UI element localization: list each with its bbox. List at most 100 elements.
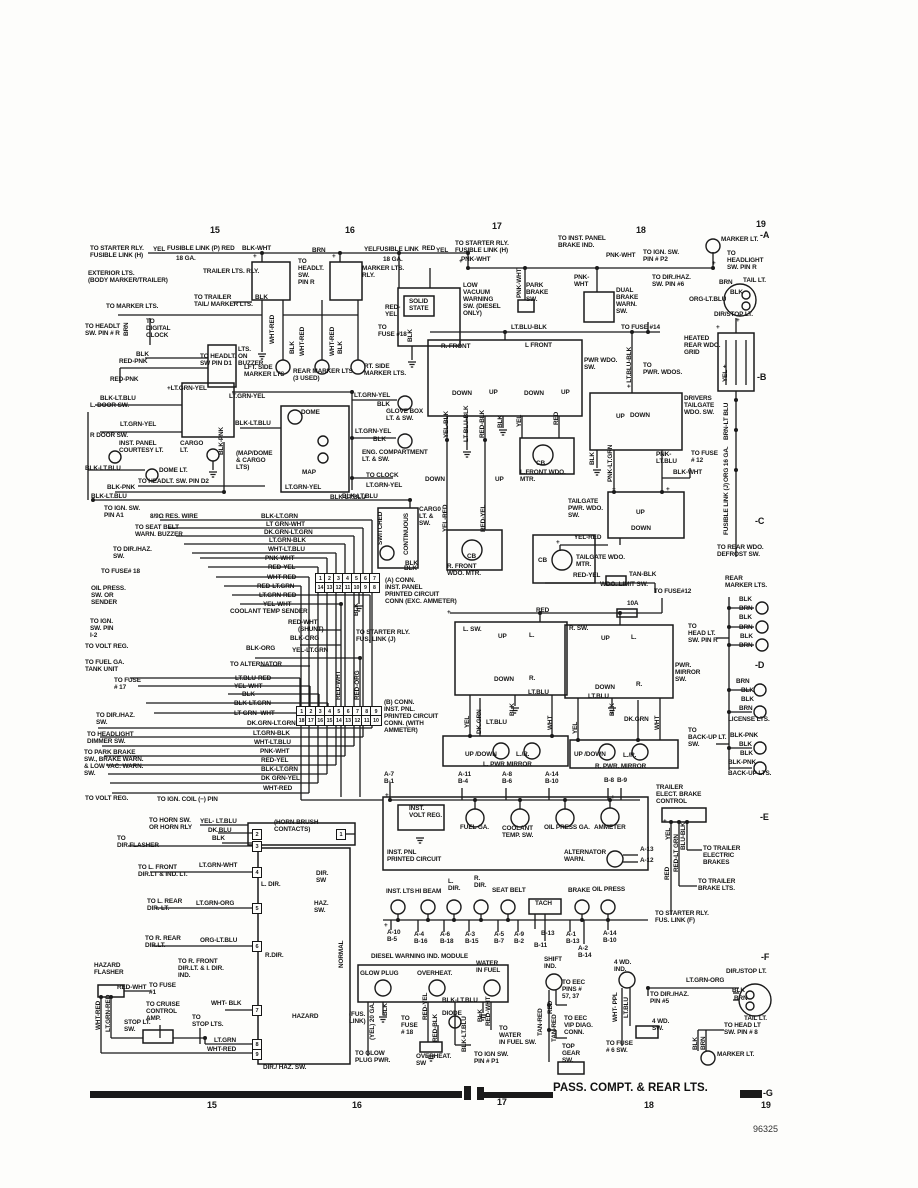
junction-dot xyxy=(350,390,354,394)
diagram-label: LT.GRN-YEL xyxy=(229,393,266,400)
diagram-label: TO STARTER RLY. FUS. LINK (J) xyxy=(356,629,410,643)
diagram-label: TO HORN SW. OR HORN RLY xyxy=(149,817,193,831)
diagram-label: LT.BLU xyxy=(588,693,609,700)
diagram-label: HAZ. SW. xyxy=(314,900,329,914)
diagram-label: R. xyxy=(529,675,536,682)
lamp-icon xyxy=(532,444,554,466)
diagram-label: TO PWR. WDOS. xyxy=(643,362,683,376)
lamp-icon xyxy=(755,601,769,615)
diagram-label: TO FUSE# 18 xyxy=(101,568,140,575)
diagram-label: BRN xyxy=(734,995,748,1002)
diagram-label: UP /DOWN xyxy=(574,751,606,758)
diagram-label: YEL xyxy=(665,827,672,840)
lamp-icon xyxy=(606,850,624,868)
diagram-label: R. xyxy=(636,681,643,688)
lamp-icon xyxy=(145,468,159,482)
diagram-label: BLK xyxy=(377,401,390,408)
diagram-label: HAZARD FLASHER xyxy=(94,962,124,976)
diagram-label: TO HEADLIGHT SW. PIN R xyxy=(727,250,764,271)
diagram-label: AMMETER xyxy=(594,824,626,831)
diagram-label: BLK-LT.BLU xyxy=(461,1016,468,1052)
diagram-label: TRAILER ELECT. BRAKE CONTROL xyxy=(656,784,702,805)
diagram-label: TO BACK-UP LT. SW. xyxy=(688,727,727,748)
diagram-label: BLK xyxy=(212,835,225,842)
diagram-label: ALTERNATOR WARN. xyxy=(564,849,606,863)
diagram-label: PNK-WHT xyxy=(461,256,491,263)
door-sw xyxy=(181,382,235,438)
diagram-label: + xyxy=(736,317,740,324)
lamp-icon xyxy=(317,435,329,447)
diagram-label: PWR WDO. SW. xyxy=(584,357,618,371)
junction-dot xyxy=(91,498,95,502)
diagram-label: TO DIR./HAZ. SW. xyxy=(113,546,152,560)
diagram-label: PARK BRAKE SW. xyxy=(526,282,549,303)
diagram-label: TO DIR FLASHER xyxy=(117,835,159,849)
diagram-label: TO STARTER RLY. FUSIBLE LINK (H) xyxy=(455,240,509,254)
switch-pin: 9 xyxy=(252,1049,262,1060)
junction-dot xyxy=(452,918,456,922)
footer-bar xyxy=(90,1091,462,1098)
diagram-label: BRN-LT BLU xyxy=(723,402,730,440)
lamp-icon xyxy=(379,545,395,561)
diagram-label: TO TRAILER ELECTRIC BRAKES xyxy=(703,845,741,866)
diagram-label: A-3 B-15 xyxy=(465,931,479,945)
ground-icon xyxy=(416,837,424,844)
junction-dot xyxy=(445,438,449,442)
lamp-icon xyxy=(555,808,575,828)
diagram-label: REAR MARKER LTS. xyxy=(725,575,768,589)
ground-icon xyxy=(379,1016,387,1023)
diagram-label: TO INST. PANEL BRAKE IND. xyxy=(558,235,606,249)
junction-dot xyxy=(580,918,584,922)
lamp-icon xyxy=(446,899,462,915)
diagram-label: TO FUSE #14 xyxy=(621,324,660,331)
diagram-label: YEL xyxy=(364,246,377,253)
junction-dot xyxy=(109,995,113,999)
diagram-label: RED-YEL xyxy=(573,572,601,579)
diagram-label: BLK-LT.GRN xyxy=(261,766,298,773)
switch-pin: 7 xyxy=(252,1005,262,1016)
tailgate-pwr-wdo-sw xyxy=(607,491,685,539)
diagram-label: BLK xyxy=(732,987,745,994)
horn-brush-contacts xyxy=(247,822,356,846)
ground-icon xyxy=(408,361,416,368)
diagram-label: 15 xyxy=(207,1100,217,1110)
diagram-label: B-8 xyxy=(604,777,614,784)
diagram-label: TO SEAT BELT WARN. BUZZER xyxy=(135,524,183,538)
diagram-label: LT.BLU-RED xyxy=(235,675,272,682)
diagram-label: A-14 B-10 xyxy=(603,930,617,944)
dual-brake-warn-sw xyxy=(583,291,615,323)
diagram-label: A-8 B-6 xyxy=(502,771,512,785)
diagram-label: PNK-WHT xyxy=(265,555,295,562)
diagram-label: RED-WHT xyxy=(288,619,318,626)
diagram-label: + xyxy=(447,609,451,616)
junction-dot xyxy=(734,398,738,402)
diagram-label: PWR. MIRROR SW. xyxy=(675,662,701,683)
l-front-wdo-mtr xyxy=(519,437,575,475)
diagram-label: TO DIR./HAZ. SW. xyxy=(96,712,135,726)
junction-dot xyxy=(734,428,738,432)
lamp-icon xyxy=(574,899,590,915)
diagram-label: MAP xyxy=(302,469,316,476)
diagram-label: BRN xyxy=(312,247,326,254)
diagram-label: WHT-RED xyxy=(95,1000,102,1030)
diagram-label: BLK xyxy=(373,436,386,443)
diagram-label: + xyxy=(611,794,615,801)
diagram-label: B-9 xyxy=(617,777,627,784)
diagram-label: CB xyxy=(536,460,546,467)
four-wd-sw xyxy=(635,1025,659,1039)
diagram-label: BLK-PNK xyxy=(730,732,759,739)
diagram-label: TO FUSE#12 xyxy=(654,588,692,595)
diagram-label: TAIL LT. xyxy=(744,1015,767,1022)
diagram-label: DUAL BRAKE WARN. SW. xyxy=(616,287,639,315)
diagram-label: (FUS. LINK) xyxy=(349,1011,366,1025)
diagram-label: R. FRONT WDO. MTR. xyxy=(447,563,481,577)
diagram-label: ENG. COMPARTMENT LT. & SW. xyxy=(362,449,428,463)
diagram-label: 4 WD. SW. xyxy=(652,1018,670,1032)
diagram-label: TAILGATE WDO. MTR. xyxy=(576,554,625,568)
overheat-sw xyxy=(419,1041,443,1053)
diagram-label: BLK xyxy=(255,294,268,301)
diagram-label: TO EEC PINS # 57, 37 xyxy=(562,979,586,1000)
diagram-label: CARGO LT. xyxy=(180,440,204,454)
diagram-label: + xyxy=(716,324,720,331)
diagram-label: R. FRONT xyxy=(441,343,471,350)
